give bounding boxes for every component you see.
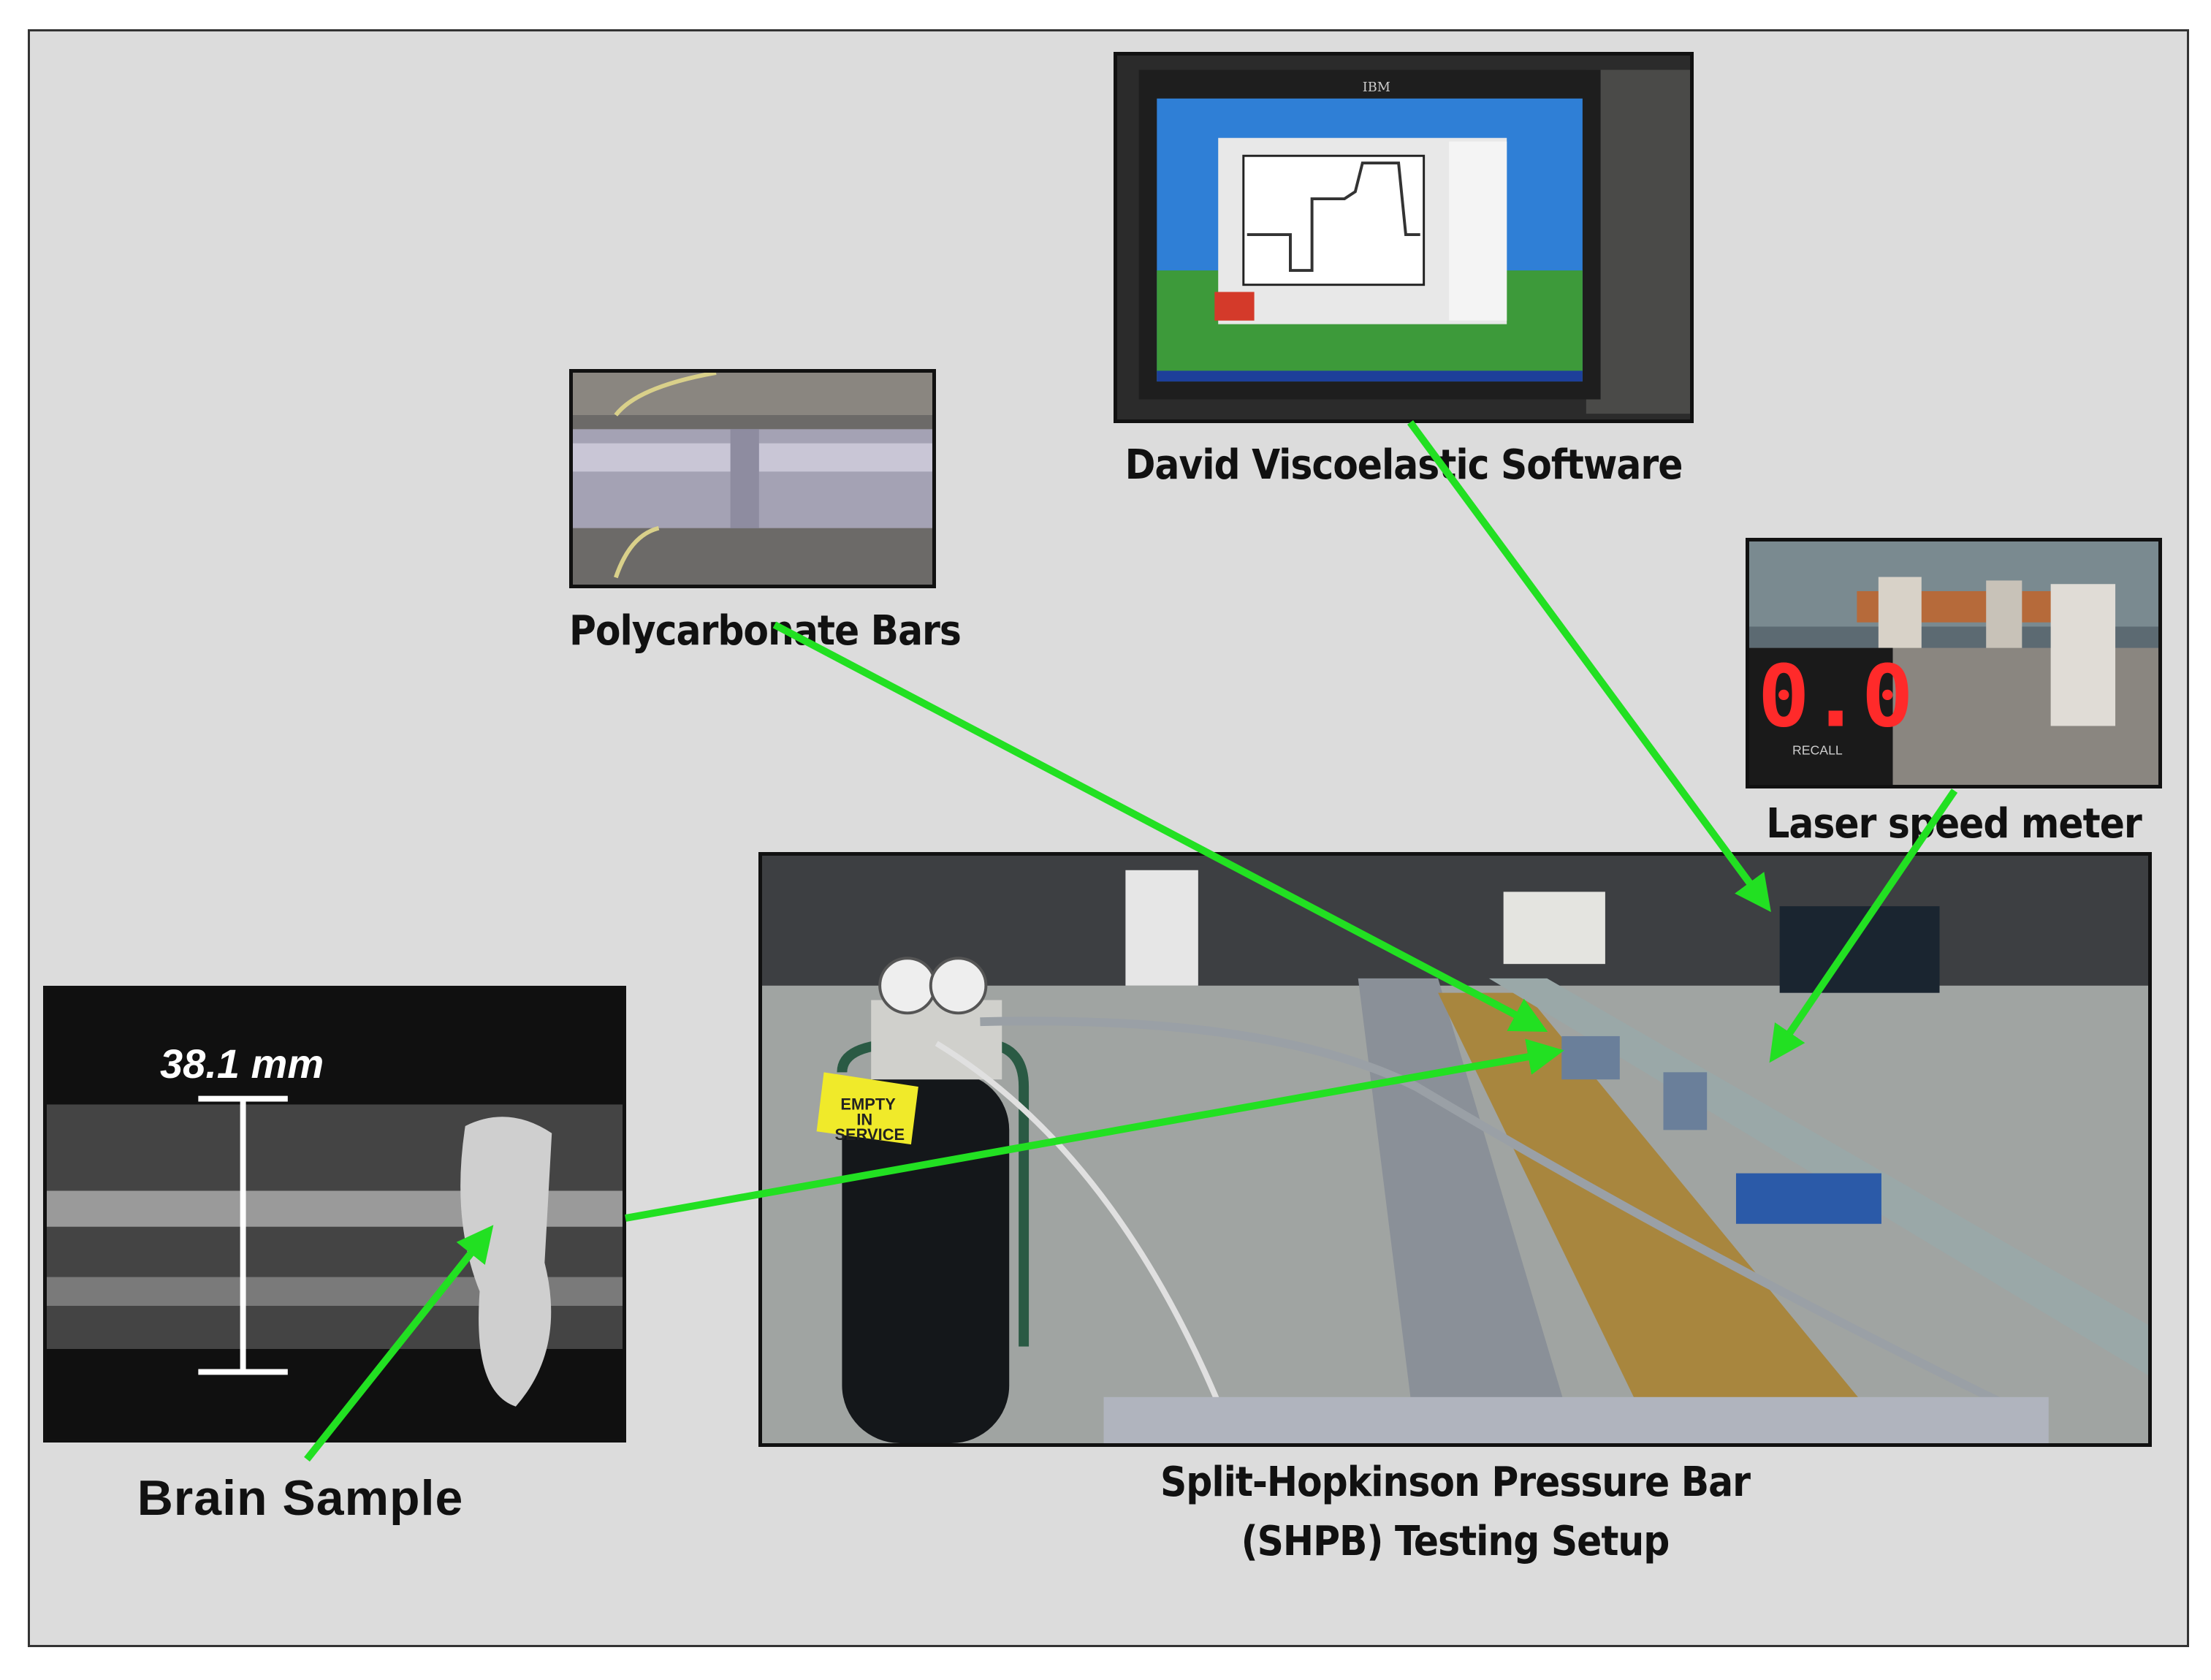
- cylinder-tag-line3: SERVICE: [834, 1125, 905, 1144]
- shpb-caption-line1: Split-Hopkinson Pressure Bar: [1160, 1459, 1751, 1506]
- laser-display-readout: 0.0: [1758, 647, 1914, 746]
- laser-speed-meter-caption: Laser speed meter: [1766, 800, 2142, 848]
- polycarbonate-bars-caption: Polycarbonate Bars: [569, 607, 962, 655]
- laser-recall-label: RECALL: [1792, 742, 1843, 757]
- shpb-setup-photo: EMPTY IN SERVICE: [758, 852, 2152, 1447]
- monitor-brand-text: IBM: [1363, 80, 1390, 95]
- brain-sample-photo: [43, 986, 626, 1443]
- laser-speed-meter-photo: 0.0 RECALL: [1746, 538, 2162, 788]
- software-monitor-photo: IBM: [1114, 52, 1694, 423]
- figure-panel: IBM David Viscoelastic Software Polycarb…: [28, 29, 2189, 1647]
- brain-scale-label: 38.1 mm: [160, 1041, 324, 1087]
- brain-sample-caption: Brain Sample: [137, 1470, 464, 1526]
- shpb-caption-line2: (SHPB) Testing Setup: [1241, 1518, 1670, 1566]
- software-caption: David Viscoelastic Software: [1124, 441, 1683, 489]
- polycarbonate-bars-photo: [569, 369, 936, 588]
- shpb-caption: Split-Hopkinson Pressure Bar (SHPB) Test…: [758, 1453, 2152, 1571]
